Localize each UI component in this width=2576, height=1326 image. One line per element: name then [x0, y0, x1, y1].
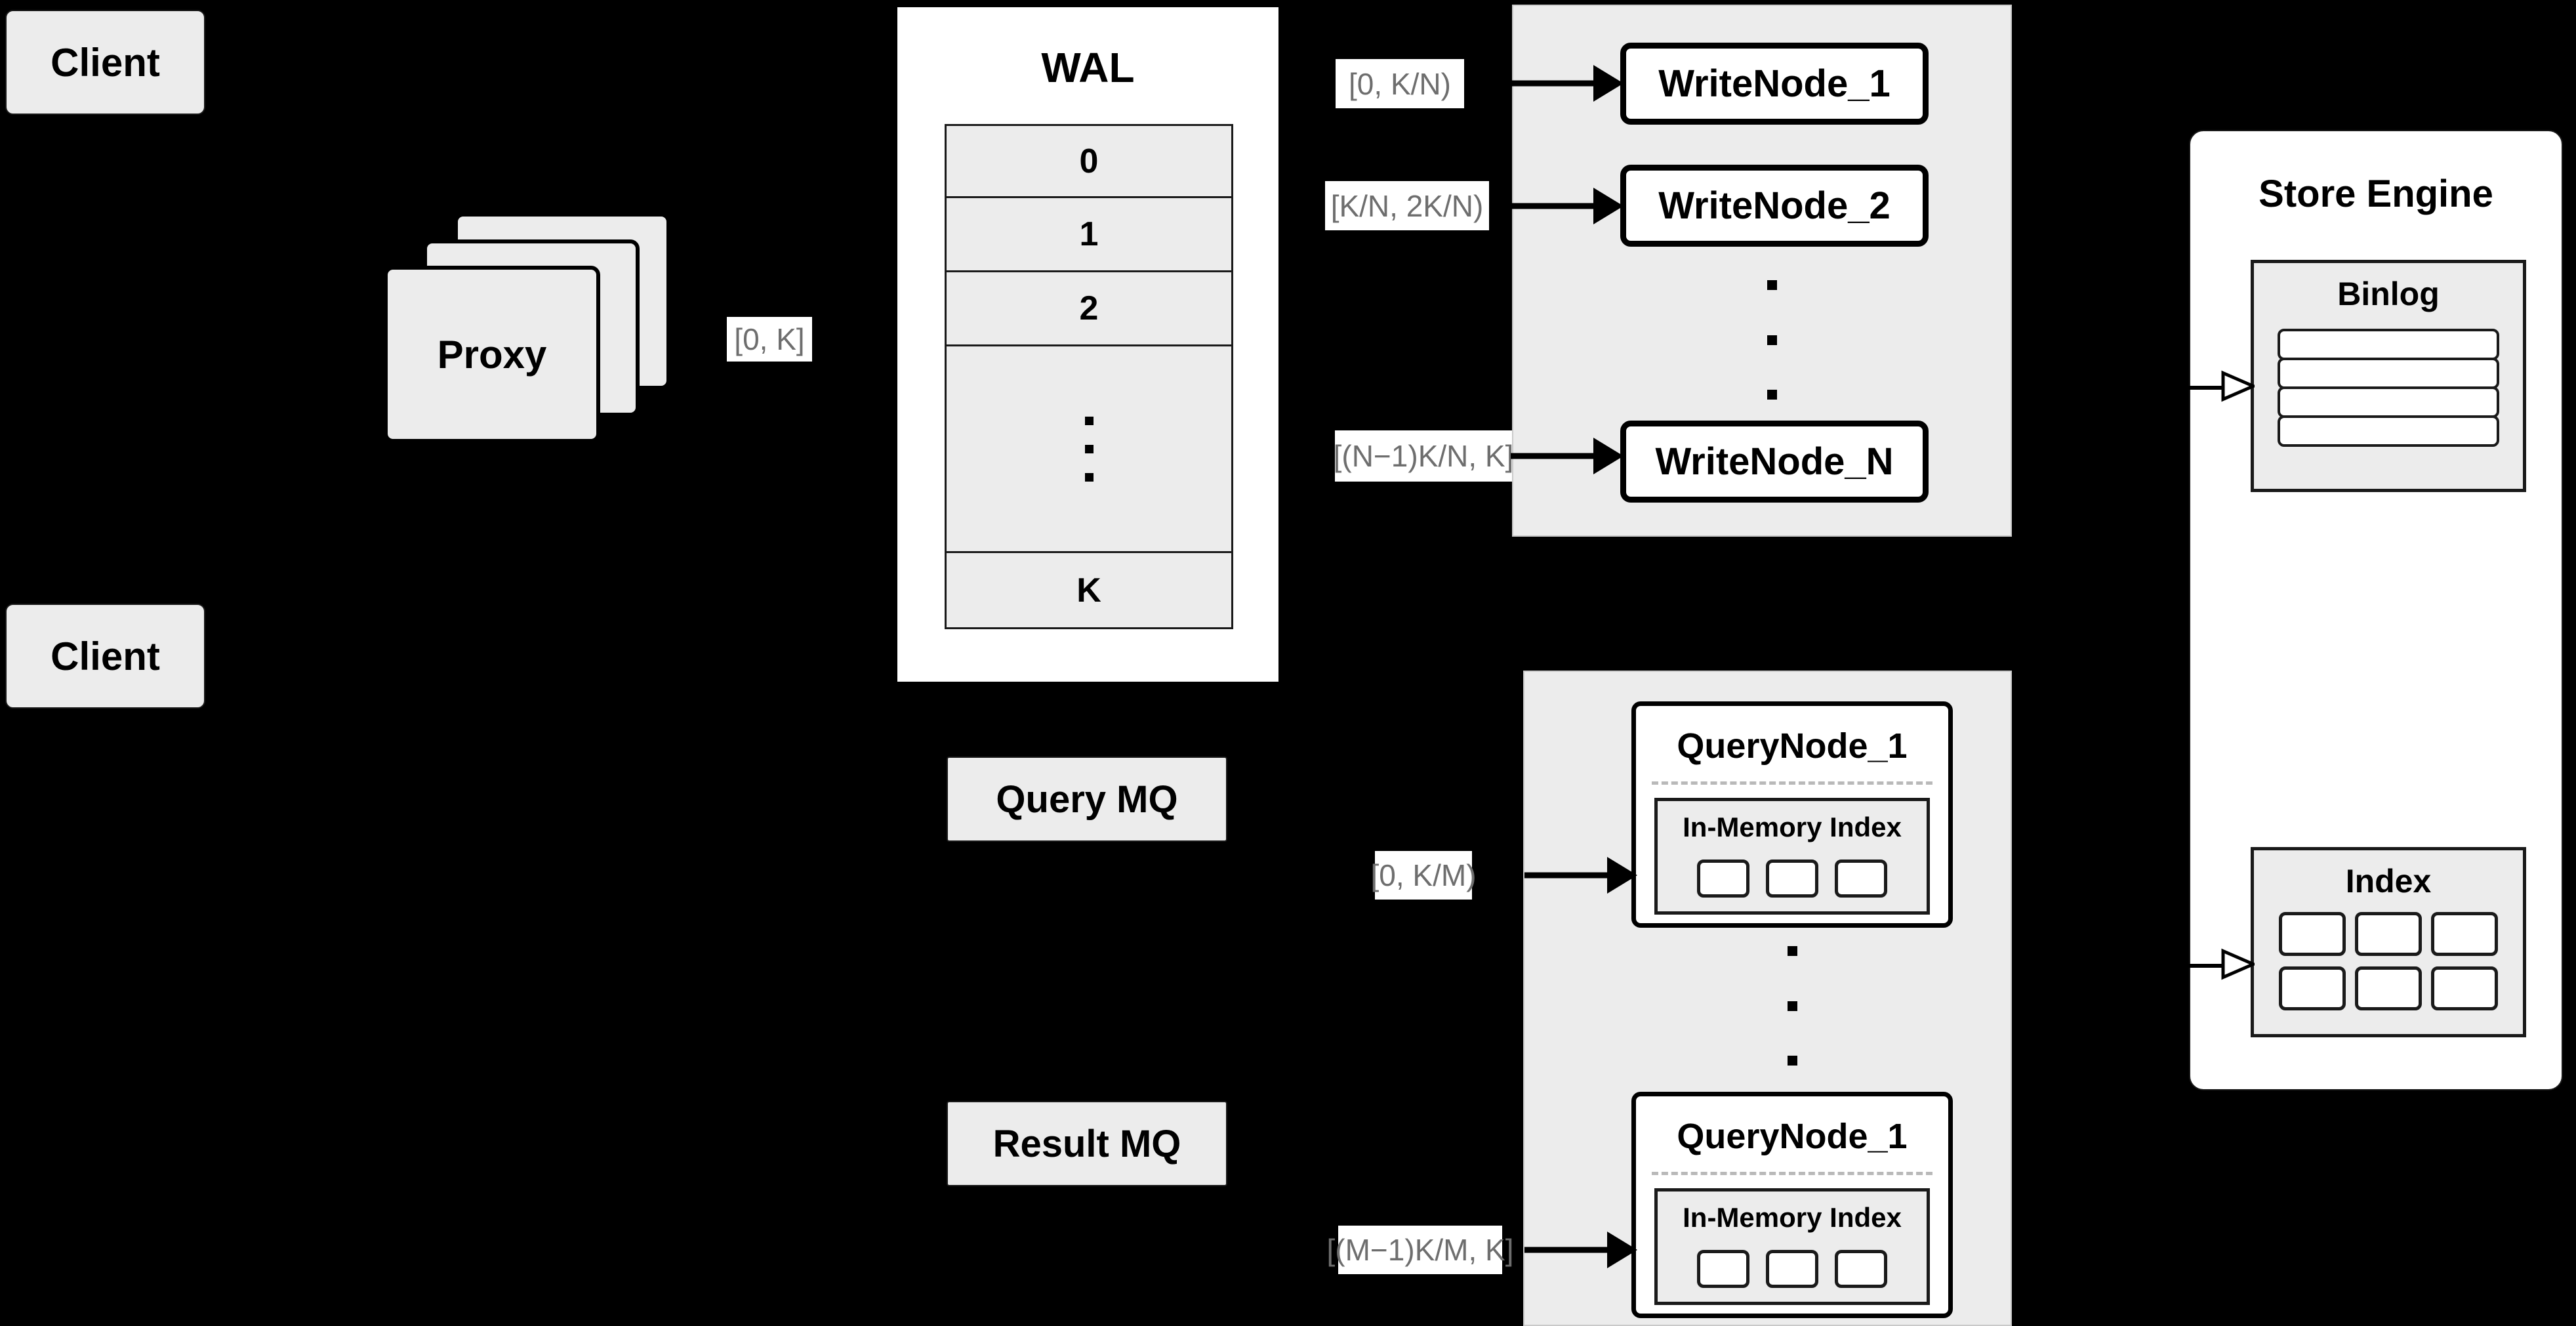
write-node-label: WriteNode_N: [1655, 440, 1894, 483]
write-range-label-1: [0, K/N): [1336, 59, 1464, 108]
binlog-row: [2278, 415, 2499, 447]
query-mq-label: Query MQ: [996, 777, 1178, 821]
vertical-ellipsis-icon: [1084, 416, 1094, 482]
query-mq-box[interactable]: Query MQ: [947, 756, 1227, 842]
write-range-label-n: [(N−1)K/N, K]: [1334, 430, 1513, 482]
index-cell: [2355, 966, 2422, 1010]
in-memory-index-cells: [1672, 858, 1912, 900]
store-engine-title: Store Engine: [2259, 173, 2493, 215]
client-box-2[interactable]: Client: [5, 604, 205, 709]
client-box-1[interactable]: Client: [5, 10, 205, 115]
query-node-1[interactable]: QueryNode_1 In-Memory Index: [1631, 701, 1953, 928]
wal-box: WAL 0 1 2 K: [893, 3, 1282, 686]
proxy-label: Proxy: [437, 332, 547, 377]
client-label: Client: [51, 634, 160, 678]
index-cell: [1766, 1250, 1818, 1288]
index-cell: [2431, 912, 2498, 956]
in-memory-index-title: In-Memory Index: [1683, 1202, 1902, 1233]
wal-title: WAL: [1041, 44, 1135, 91]
wal-row: 2: [947, 272, 1231, 346]
binlog-row: [2278, 386, 2499, 418]
binlog-row: [2278, 358, 2499, 389]
wal-row: 0: [947, 126, 1231, 198]
result-mq-label: Result MQ: [992, 1122, 1181, 1165]
index-cell: [1697, 1250, 1749, 1288]
in-memory-index-1: In-Memory Index: [1654, 798, 1930, 915]
in-memory-index-title: In-Memory Index: [1683, 812, 1902, 842]
query-node-title: QueryNode_1: [1677, 726, 1908, 766]
write-node-label: WriteNode_1: [1658, 62, 1891, 105]
write-arrow-n: [1511, 438, 1624, 474]
result-mq-box[interactable]: Result MQ: [947, 1101, 1227, 1186]
binlog-inbound-arrow: [2185, 370, 2258, 405]
binlog-row: [2278, 329, 2499, 360]
open-arrowhead-icon: [2221, 370, 2258, 402]
query-node-divider: [1652, 1172, 1932, 1175]
index-cell: [1766, 860, 1818, 898]
write-node-ellipsis-icon: [1767, 280, 1777, 400]
query-node-ellipsis-icon: [1787, 946, 1797, 1066]
write-node-n[interactable]: WriteNode_N: [1620, 421, 1929, 503]
proxy-box[interactable]: Proxy: [384, 266, 600, 443]
index-cell: [2279, 966, 2346, 1010]
in-memory-index-m: In-Memory Index: [1654, 1188, 1930, 1305]
query-arrow-1: [1524, 857, 1637, 894]
index-title: Index: [2345, 863, 2432, 900]
query-arrow-m: [1524, 1232, 1637, 1268]
write-range-label-2: [K/N, 2K/N): [1325, 181, 1489, 230]
write-node-2[interactable]: WriteNode_2: [1620, 165, 1929, 247]
wal-row: 1: [947, 198, 1231, 272]
query-range-label-m: [(M−1)K/M, K]: [1327, 1226, 1514, 1274]
binlog-box: Binlog: [2251, 260, 2526, 492]
index-cell: [1835, 1250, 1887, 1288]
write-node-label: WriteNode_2: [1658, 184, 1891, 227]
open-arrowhead-icon: [2221, 948, 2258, 980]
index-grid: [2279, 912, 2498, 1010]
in-memory-index-cells: [1672, 1248, 1912, 1290]
query-node-group: QueryNode_1 In-Memory Index QueryNode_1: [1523, 671, 2012, 1326]
query-node-divider: [1652, 781, 1932, 785]
index-cell: [1835, 860, 1887, 898]
wal-row-ellipsis: [947, 346, 1231, 553]
query-node-m[interactable]: QueryNode_1 In-Memory Index: [1631, 1092, 1953, 1318]
wal-row: K: [947, 553, 1231, 627]
index-cell: [2279, 912, 2346, 956]
binlog-rows: [2278, 329, 2499, 447]
index-cell: [2431, 966, 2498, 1010]
index-cell: [1697, 860, 1749, 898]
write-arrow-2: [1511, 188, 1624, 224]
query-range-label-1: [0, K/M): [1370, 851, 1477, 900]
write-arrow-1: [1511, 65, 1624, 102]
write-node-1[interactable]: WriteNode_1: [1620, 43, 1929, 125]
index-inbound-arrow: [2185, 948, 2258, 983]
binlog-title: Binlog: [2337, 276, 2440, 312]
write-node-group: WriteNode_1 WriteNode_2 WriteNode_N: [1512, 5, 2012, 537]
index-box: Index: [2251, 847, 2526, 1037]
client-label: Client: [51, 40, 160, 85]
index-cell: [2355, 912, 2422, 956]
store-engine-box: Store Engine Binlog Index: [2189, 130, 2563, 1090]
proxy-range-label: [0, K]: [727, 317, 812, 362]
wal-table: 0 1 2 K: [945, 124, 1233, 629]
query-node-title: QueryNode_1: [1677, 1117, 1908, 1156]
